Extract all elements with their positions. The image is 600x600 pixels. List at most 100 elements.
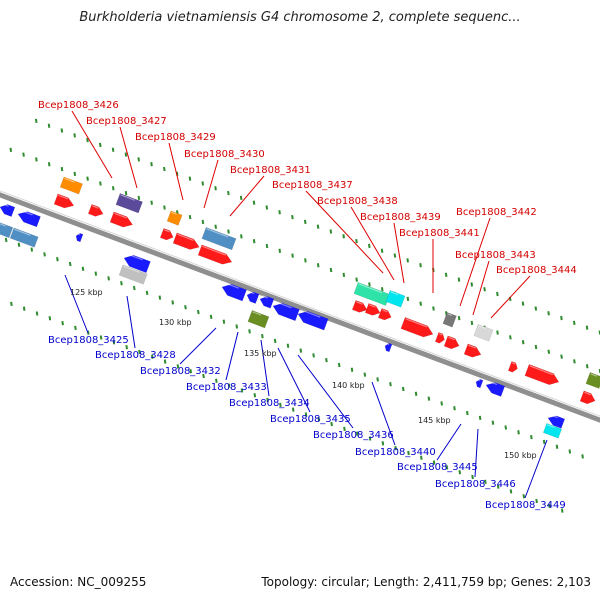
gene-label-forward: Bcep1808_3430: [184, 149, 265, 160]
gene-neutral-feature: [0, 221, 14, 239]
gene-reverse-feature: [259, 295, 275, 309]
reverse-outer-tick-mark: [48, 316, 52, 321]
gene-forward-feature: [53, 193, 75, 209]
gene-label-forward: Bcep1808_3444: [496, 265, 577, 276]
leader-line: [490, 275, 531, 319]
forward-outer-tick-mark: [291, 214, 294, 220]
forward-tick-mark: [99, 181, 102, 186]
reverse-outer-tick-mark: [509, 489, 513, 494]
reverse-outer-tick-mark: [548, 503, 551, 508]
reverse-outer-tick-mark: [61, 320, 64, 326]
reverse-outer-tick-mark: [138, 349, 141, 355]
forward-outer-tick-mark: [124, 152, 128, 157]
forward-tick-mark: [496, 330, 499, 335]
forward-tick-mark: [47, 162, 51, 167]
forward-tick-mark: [9, 147, 13, 152]
gene-forward-feature: [351, 299, 368, 313]
reverse-outer-tick-mark: [215, 378, 218, 383]
forward-tick-mark: [291, 253, 294, 258]
gene-label-forward: Bcep1808_3426: [38, 100, 119, 111]
forward-outer-tick-mark: [201, 181, 205, 186]
forward-tick-mark: [265, 243, 269, 249]
reverse-outer-tick-mark: [368, 436, 372, 441]
reverse-tick-mark: [235, 324, 239, 329]
reverse-outer-tick-mark: [125, 344, 128, 350]
forward-outer-tick-mark: [163, 166, 166, 172]
reverse-tick-mark: [491, 420, 495, 425]
gene-forward-feature: [353, 282, 391, 306]
gene-reverse-feature: [123, 253, 151, 274]
forward-tick-mark: [585, 364, 589, 369]
reverse-tick-mark: [4, 237, 8, 243]
forward-outer-tick-mark: [137, 157, 140, 162]
forward-tick-mark: [329, 267, 333, 273]
forward-outer-tick-mark: [227, 190, 230, 196]
forward-tick-mark: [406, 296, 410, 302]
forward-outer-tick-mark: [470, 282, 474, 287]
reverse-tick-mark: [68, 261, 72, 267]
gene-label-forward: Bcep1808_3427: [86, 116, 167, 127]
reverse-tick-mark: [107, 276, 110, 281]
forward-outer-tick-mark: [265, 205, 269, 210]
reverse-outer-tick-mark: [35, 311, 39, 316]
reverse-outer-tick-mark: [279, 402, 282, 407]
forward-tick-mark: [227, 229, 230, 234]
forward-outer-tick-mark: [419, 263, 422, 268]
gene-label-forward: Bcep1808_3439: [360, 212, 441, 223]
reverse-tick-mark: [581, 454, 584, 459]
reverse-tick-mark: [56, 257, 59, 262]
reverse-tick-mark: [158, 295, 162, 300]
gene-forward-feature: [59, 176, 83, 195]
forward-outer-tick-mark: [239, 195, 243, 201]
gene-reverse-feature: [297, 309, 329, 331]
gene-forward-feature: [524, 364, 560, 386]
reverse-outer-tick-mark: [291, 407, 295, 412]
reverse-tick-mark: [466, 410, 469, 416]
leader-line: [168, 142, 184, 201]
forward-outer-tick-mark: [355, 238, 358, 244]
leader-line: [277, 347, 311, 413]
reverse-outer-tick-mark: [189, 369, 193, 374]
reverse-outer-tick-mark: [151, 354, 154, 359]
forward-tick-mark: [137, 195, 141, 201]
reverse-tick-mark: [530, 434, 533, 440]
backbone-highlight: [0, 190, 600, 417]
forward-outer-tick-mark: [252, 200, 256, 205]
reverse-outer-tick-mark: [22, 306, 26, 311]
reverse-outer-tick-mark: [304, 412, 308, 417]
forward-outer-tick-mark: [560, 315, 563, 321]
reverse-outer-tick-mark: [381, 441, 385, 446]
gene-forward-feature: [400, 317, 434, 338]
gene-forward-feature: [109, 211, 134, 228]
reverse-outer-tick-mark: [432, 460, 436, 465]
forward-tick-mark: [342, 272, 346, 277]
forward-tick-mark: [316, 263, 320, 268]
reverse-outer-tick-mark: [176, 364, 180, 369]
reverse-tick-mark: [273, 338, 277, 344]
reverse-outer-tick-mark: [522, 494, 526, 499]
reverse-tick-mark: [184, 305, 187, 310]
tick-dots-layer: [4, 118, 600, 513]
gene-label-forward: Bcep1808_3438: [317, 196, 398, 207]
gene-forward-feature: [579, 390, 596, 405]
gene-label-forward: Bcep1808_3442: [456, 207, 537, 218]
reverse-tick-mark: [286, 343, 290, 348]
leader-line: [229, 175, 265, 217]
forward-outer-tick-mark: [329, 229, 333, 234]
tick-label: 125 kbp: [70, 288, 103, 297]
reverse-tick-mark: [478, 415, 482, 421]
tick-label: 135 kbp: [244, 349, 277, 358]
reverse-tick-mark: [312, 353, 315, 358]
forward-tick-mark: [521, 340, 525, 345]
leader-line: [371, 381, 396, 446]
reverse-outer-tick-mark: [471, 474, 474, 480]
gene-forward-feature: [201, 227, 237, 251]
reverse-tick-mark: [132, 285, 136, 291]
leader-line: [393, 222, 405, 284]
gene-label-reverse: Bcep1808_3446: [435, 479, 516, 490]
forward-outer-tick-mark: [150, 162, 153, 167]
tick-label: 150 kbp: [504, 451, 537, 460]
gene-forward-feature: [166, 210, 183, 226]
gene-forward-feature: [385, 290, 406, 308]
